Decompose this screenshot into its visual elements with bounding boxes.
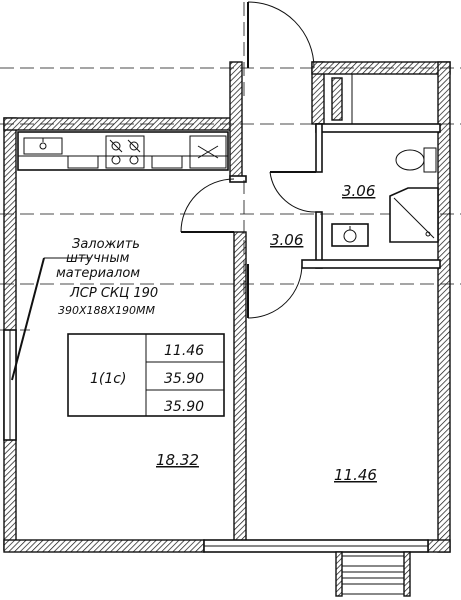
entrance-door-swing: [247, 1, 315, 69]
shower-icon: [389, 187, 439, 243]
note-pointer: [11, 257, 90, 381]
stove-icon: [105, 135, 145, 169]
summary-table: [67, 333, 225, 417]
hallway-area: 3.06: [270, 231, 303, 249]
bath-door-swing: [269, 171, 317, 213]
bathroom-fixtures: [331, 147, 439, 247]
bottom-wall-left: [3, 539, 205, 553]
bedroom-area: 11.46: [334, 466, 377, 484]
bath-bottom-wall: [301, 259, 441, 269]
fridge-icon: [189, 135, 227, 169]
bathroom-area: 3.06: [342, 182, 375, 200]
balcony-frame: [337, 555, 409, 595]
total-area-value: 35.90: [164, 371, 204, 387]
entrance-wall-left: [229, 61, 243, 181]
apartment-type: 1(1с): [90, 371, 126, 387]
toilet-tank-icon: [423, 147, 437, 173]
room-door-swing: [180, 178, 235, 233]
note-line-4: ЛСР СКЦ 190: [69, 286, 158, 301]
oven-icon: [151, 155, 183, 169]
partition-column: [233, 231, 247, 551]
living-area-value: 11.46: [164, 343, 204, 359]
doors: [180, 1, 317, 319]
note-line-5: 390Х188Х190ММ: [58, 304, 156, 317]
bedroom-door-swing: [247, 263, 303, 319]
axis-lines: [0, 2, 461, 331]
bath-top-wall: [315, 123, 441, 133]
bath-left-wall-upper: [315, 123, 323, 173]
balcony: [335, 551, 411, 597]
toilet-bowl-icon: [395, 149, 425, 171]
note-line-2: штучным: [66, 251, 130, 266]
duct-block: [331, 77, 343, 121]
washbasin-icon: [331, 223, 369, 247]
total-area-balcony-value: 35.90: [164, 399, 204, 415]
kitchen-counter: [17, 131, 229, 171]
right-wall: [437, 61, 451, 553]
note-line-1: Заложить: [72, 237, 140, 252]
windows: [3, 329, 429, 553]
note-line-3: материалом: [56, 266, 140, 281]
bottom-wall-right: [427, 539, 451, 553]
dishwasher-icon: [67, 155, 99, 169]
interior-partitions: [229, 74, 441, 269]
main-room-area: 18.32: [156, 451, 199, 469]
